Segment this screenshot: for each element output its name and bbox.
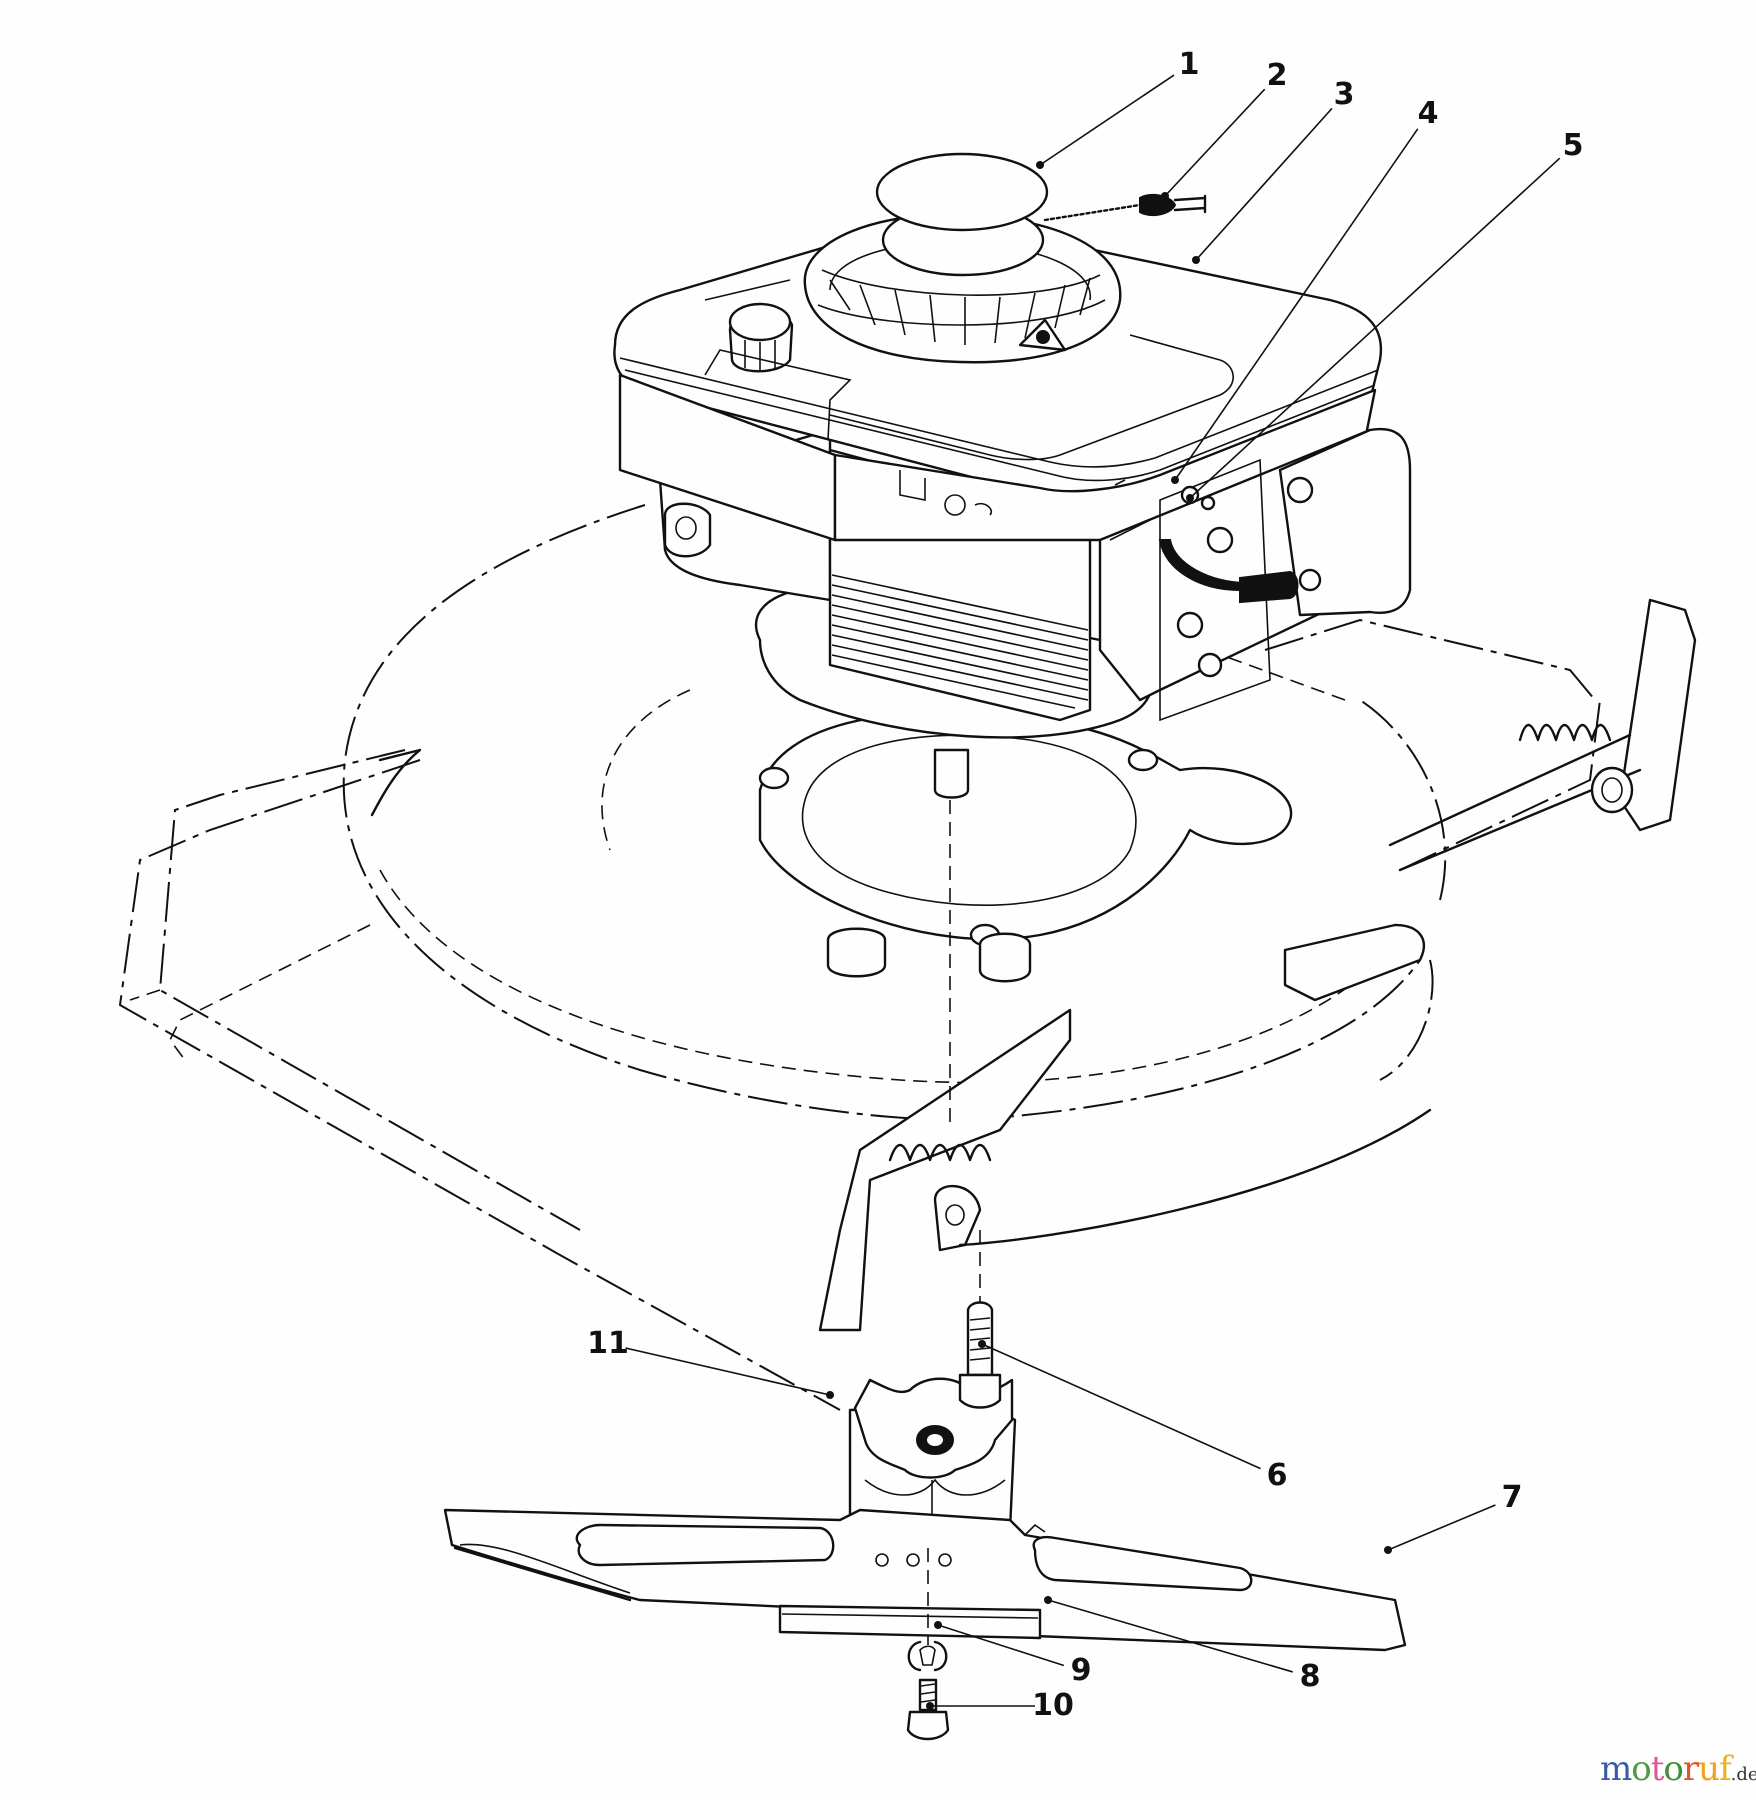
leader-dot-4 — [1171, 476, 1179, 484]
watermark-letter: f — [1719, 1749, 1732, 1789]
watermark-letter: o — [1663, 1749, 1684, 1789]
callout-7: 7 — [1501, 1480, 1523, 1515]
callout-10: 10 — [1032, 1688, 1074, 1723]
lock-washer — [907, 1640, 948, 1672]
leader-line-9 — [937, 1624, 1065, 1667]
watermark-letter: t — [1650, 1749, 1665, 1789]
engine-mount-plate — [758, 711, 1293, 1130]
callout-leaders — [625, 74, 1561, 1710]
watermark-suffix: .de — [1730, 1764, 1756, 1785]
watermark-logo: motoruf.de — [1600, 1752, 1756, 1786]
height-adjuster-right — [1388, 598, 1697, 872]
starter-cap — [875, 152, 1049, 232]
callout-8: 8 — [1299, 1659, 1321, 1694]
leader-dot-7 — [1384, 1546, 1392, 1554]
callout-11: 11 — [587, 1326, 629, 1361]
cooling-fins — [831, 574, 1089, 709]
leader-line-3 — [1195, 107, 1333, 261]
leader-dot-8 — [1044, 1596, 1052, 1604]
leader-line-2 — [1164, 88, 1266, 197]
leader-dot-3 — [1192, 256, 1200, 264]
leader-line-8 — [1047, 1599, 1293, 1673]
callout-2: 2 — [1266, 58, 1288, 93]
leader-line-5 — [1189, 157, 1561, 499]
blade-bolt — [958, 1230, 1002, 1409]
leader-line-6 — [981, 1343, 1261, 1470]
watermark-letter: u — [1698, 1749, 1720, 1789]
recoil-starter — [803, 213, 1122, 364]
leader-line-11 — [625, 1347, 831, 1396]
callout-5: 5 — [1562, 128, 1584, 163]
watermark-letter: m — [1600, 1749, 1632, 1789]
watermark-letter: o — [1631, 1749, 1652, 1789]
mower-deck — [118, 504, 1601, 1411]
callout-3: 3 — [1333, 77, 1355, 112]
leader-dot-9 — [934, 1621, 942, 1629]
blade — [443, 1508, 1407, 1652]
callout-4: 4 — [1417, 96, 1439, 131]
leader-line-4 — [1174, 128, 1419, 481]
height-adjuster-front — [818, 1008, 1432, 1332]
leader-dot-6 — [978, 1340, 986, 1348]
watermark-letter: r — [1682, 1749, 1699, 1789]
leader-dot-1 — [1036, 161, 1044, 169]
leader-line-7 — [1387, 1504, 1496, 1551]
callout-6: 6 — [1266, 1458, 1288, 1493]
leader-dot-11 — [826, 1391, 834, 1399]
blade-stiffener — [778, 1604, 1042, 1640]
leader-line-1 — [1039, 74, 1175, 166]
callout-1: 1 — [1178, 47, 1200, 82]
hex-bolt — [906, 1548, 950, 1741]
leader-dot-2 — [1161, 192, 1169, 200]
leader-dot-10 — [926, 1702, 934, 1710]
leader-dot-5 — [1186, 494, 1194, 502]
engine — [613, 152, 1412, 739]
callout-9: 9 — [1070, 1653, 1092, 1688]
